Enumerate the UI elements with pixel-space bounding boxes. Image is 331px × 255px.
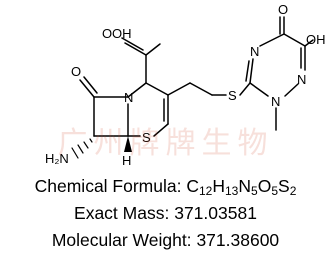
carboxyl-oxygen-label: O [102, 26, 112, 41]
bond-c2-c3 [145, 82, 169, 96]
carboxyl-oh-label: OH [112, 26, 132, 41]
bond-s-triazine [239, 82, 251, 96]
bond-carboxyl-c-o-double [121, 37, 144, 51]
bond-tz-hydroxy [304, 39, 314, 47]
formula-element-c: C [186, 176, 199, 196]
formula-subscript-h: 13 [225, 184, 239, 198]
molecular-weight-value: 371.38600 [196, 230, 280, 250]
bond-lactam-carbonyl [79, 79, 95, 98]
bond-carboxyl-oh [145, 43, 161, 56]
bond-amino-hashed [71, 138, 93, 159]
formula-value: C12H13N5O5S2 [186, 176, 297, 198]
formula-element-o: O [257, 176, 272, 196]
bond-tz-6 [249, 82, 269, 97]
triazine-n-right-label: N [297, 72, 306, 87]
formula-subscript-o: 5 [271, 184, 278, 198]
thioether-sulfur-label: S [228, 88, 237, 103]
lactam-oxygen-label: O [71, 64, 81, 79]
bond-tz-1 [249, 58, 254, 84]
formula-element-n: N [238, 176, 251, 196]
triazine-n-top-label: N [250, 44, 259, 59]
exact-mass-value: 371.03581 [174, 203, 257, 223]
triazine-oxo-label: O [278, 2, 288, 17]
formula-element-h: H [212, 176, 225, 196]
formula-line: Chemical Formula: C12H13N5O5S2 [0, 176, 331, 198]
bond-tz-3 [283, 33, 306, 47]
lactam-nitrogen-label: N [124, 90, 133, 105]
bond-tz-1-double [245, 60, 250, 82]
formula-element-s: S [278, 176, 290, 196]
ring-sulfur-label: S [142, 130, 151, 145]
molecular-weight-line: Molecular Weight: 371.38600 [0, 230, 331, 251]
bond-tz-2 [259, 33, 285, 47]
bond-n-c2 [127, 82, 147, 98]
chemical-structure-diagram: O OH O N H₂N H S S O OH N N N [45, 2, 326, 168]
formula-label: Chemical Formula: [34, 176, 182, 196]
triazine-hydroxy-label: OH [306, 32, 326, 47]
exact-mass-line: Exact Mass: 371.03581 [0, 203, 331, 224]
bond-lactam-carbonyl-double [83, 76, 98, 94]
formula-subscript-c: 12 [199, 184, 213, 198]
bond-c3-ch2 [167, 82, 191, 96]
bond-ch2-ch2 [189, 82, 213, 96]
bond-tz-5 [284, 83, 299, 97]
bond-carboxyl-c-o [124, 42, 147, 56]
amino-label: H₂N [45, 151, 69, 166]
formula-subscript-s: 2 [289, 184, 297, 198]
bridgehead-h-label: H [122, 153, 131, 168]
triazine-n-methyl-label: N [271, 94, 280, 109]
bond-bridgehead-h-wedge [124, 136, 132, 152]
bond-c4-s [153, 123, 169, 137]
formula-subscript-n: 5 [251, 184, 258, 198]
molecular-weight-label: Molecular Weight: [51, 230, 192, 250]
exact-mass-label: Exact Mass: [74, 203, 170, 223]
